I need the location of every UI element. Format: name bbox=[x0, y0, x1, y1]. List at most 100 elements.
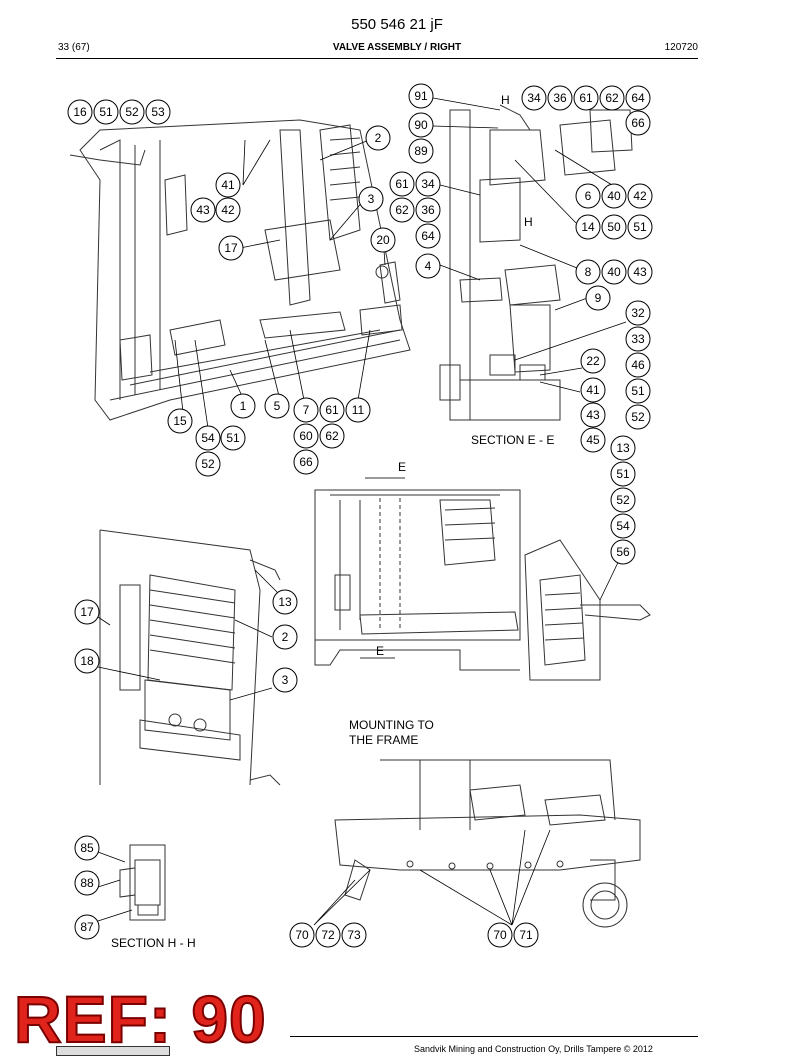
mounting-label-line1: MOUNTING TO bbox=[349, 718, 434, 732]
svg-text:33: 33 bbox=[631, 332, 645, 346]
callout-85: 85 bbox=[74, 835, 100, 861]
callout-60: 60 bbox=[293, 423, 319, 449]
callout-3: 3 bbox=[358, 186, 384, 212]
svg-text:70: 70 bbox=[493, 928, 507, 942]
svg-text:42: 42 bbox=[633, 189, 647, 203]
svg-text:34: 34 bbox=[421, 177, 435, 191]
svg-text:52: 52 bbox=[125, 105, 139, 119]
svg-text:62: 62 bbox=[605, 91, 619, 105]
section-mark-e-bottom: E bbox=[376, 644, 385, 658]
svg-text:43: 43 bbox=[586, 408, 600, 422]
svg-text:15: 15 bbox=[173, 414, 187, 428]
callout-5: 5 bbox=[264, 393, 290, 419]
callout-17b: 17 bbox=[74, 599, 100, 625]
footer-copyright: Sandvik Mining and Construction Oy, Dril… bbox=[414, 1044, 653, 1054]
callout-51d: 51 bbox=[220, 425, 246, 451]
svg-text:56: 56 bbox=[616, 545, 630, 559]
sandvik-logo bbox=[56, 1046, 170, 1056]
svg-text:52: 52 bbox=[631, 410, 645, 424]
svg-text:62: 62 bbox=[325, 429, 339, 443]
svg-text:51: 51 bbox=[226, 431, 240, 445]
callout-41b: 41 bbox=[580, 377, 606, 403]
document-number: 550 546 21 jF bbox=[351, 16, 443, 33]
svg-text:72: 72 bbox=[321, 928, 335, 942]
callout-70: 70 bbox=[289, 922, 315, 948]
svg-text:73: 73 bbox=[347, 928, 361, 942]
svg-text:51: 51 bbox=[633, 220, 647, 234]
callout-64b: 64 bbox=[415, 223, 441, 249]
svg-text:3: 3 bbox=[368, 192, 375, 206]
callout-51: 51 bbox=[93, 99, 119, 125]
callout-43c: 43 bbox=[580, 402, 606, 428]
callout-90: 90 bbox=[408, 112, 434, 138]
mounting-label-line2: THE FRAME bbox=[349, 733, 419, 747]
callout-22: 22 bbox=[580, 348, 606, 374]
svg-text:87: 87 bbox=[80, 920, 94, 934]
ref-stamp: REF: 90 bbox=[13, 982, 267, 1056]
svg-text:51: 51 bbox=[631, 384, 645, 398]
callout-32: 32 bbox=[625, 300, 651, 326]
callout-36: 36 bbox=[547, 85, 573, 111]
svg-text:41: 41 bbox=[586, 383, 600, 397]
svg-text:16: 16 bbox=[73, 105, 87, 119]
svg-text:36: 36 bbox=[553, 91, 567, 105]
svg-text:53: 53 bbox=[151, 105, 165, 119]
callout-9: 9 bbox=[585, 285, 611, 311]
svg-text:90: 90 bbox=[414, 118, 428, 132]
callout-34: 34 bbox=[521, 85, 547, 111]
callout-72: 72 bbox=[315, 922, 341, 948]
callouts: 91 34 36 61 62 64 66 16 51 52 53 90 89 2… bbox=[67, 83, 653, 948]
callout-52: 52 bbox=[119, 99, 145, 125]
svg-text:60: 60 bbox=[299, 429, 313, 443]
callout-14: 14 bbox=[575, 214, 601, 240]
leader-lines bbox=[97, 97, 627, 926]
callout-71: 71 bbox=[513, 922, 539, 948]
svg-text:64: 64 bbox=[421, 229, 435, 243]
callout-62b: 62 bbox=[389, 197, 415, 223]
callout-36b: 36 bbox=[415, 197, 441, 223]
svg-text:17: 17 bbox=[224, 241, 238, 255]
section-e-e-label: SECTION E - E bbox=[471, 433, 555, 447]
svg-text:41: 41 bbox=[221, 178, 235, 192]
svg-text:62: 62 bbox=[395, 203, 409, 217]
svg-text:45: 45 bbox=[586, 433, 600, 447]
callout-88: 88 bbox=[74, 870, 100, 896]
callout-7: 7 bbox=[293, 397, 319, 423]
callout-40: 40 bbox=[601, 183, 627, 209]
callout-1: 1 bbox=[230, 393, 256, 419]
callout-2: 2 bbox=[365, 125, 391, 151]
callout-43: 43 bbox=[190, 197, 216, 223]
svg-text:4: 4 bbox=[425, 259, 432, 273]
svg-text:14: 14 bbox=[581, 220, 595, 234]
svg-text:40: 40 bbox=[607, 189, 621, 203]
drawing-lines bbox=[69, 104, 651, 928]
svg-text:61: 61 bbox=[579, 91, 593, 105]
svg-text:1: 1 bbox=[240, 399, 247, 413]
svg-text:43: 43 bbox=[196, 203, 210, 217]
callout-3b: 3 bbox=[272, 667, 298, 693]
svg-text:50: 50 bbox=[607, 220, 621, 234]
callout-33: 33 bbox=[625, 326, 651, 352]
callout-61c: 61 bbox=[319, 397, 345, 423]
callout-87: 87 bbox=[74, 914, 100, 940]
svg-text:6: 6 bbox=[585, 189, 592, 203]
svg-text:61: 61 bbox=[395, 177, 409, 191]
callout-51c: 51 bbox=[625, 378, 651, 404]
callout-41: 41 bbox=[215, 172, 241, 198]
callout-13: 13 bbox=[610, 435, 636, 461]
header-divider bbox=[56, 58, 698, 59]
svg-text:54: 54 bbox=[201, 431, 215, 445]
callout-20: 20 bbox=[370, 227, 396, 253]
svg-text:20: 20 bbox=[376, 233, 390, 247]
svg-text:52: 52 bbox=[201, 457, 215, 471]
callout-54b: 54 bbox=[610, 513, 636, 539]
callout-54: 54 bbox=[195, 425, 221, 451]
svg-text:66: 66 bbox=[631, 116, 645, 130]
callout-42b: 42 bbox=[627, 183, 653, 209]
svg-text:9: 9 bbox=[595, 291, 602, 305]
svg-text:46: 46 bbox=[631, 358, 645, 372]
svg-text:88: 88 bbox=[80, 876, 94, 890]
callout-52d: 52 bbox=[610, 487, 636, 513]
svg-text:32: 32 bbox=[631, 306, 645, 320]
svg-text:89: 89 bbox=[414, 144, 428, 158]
